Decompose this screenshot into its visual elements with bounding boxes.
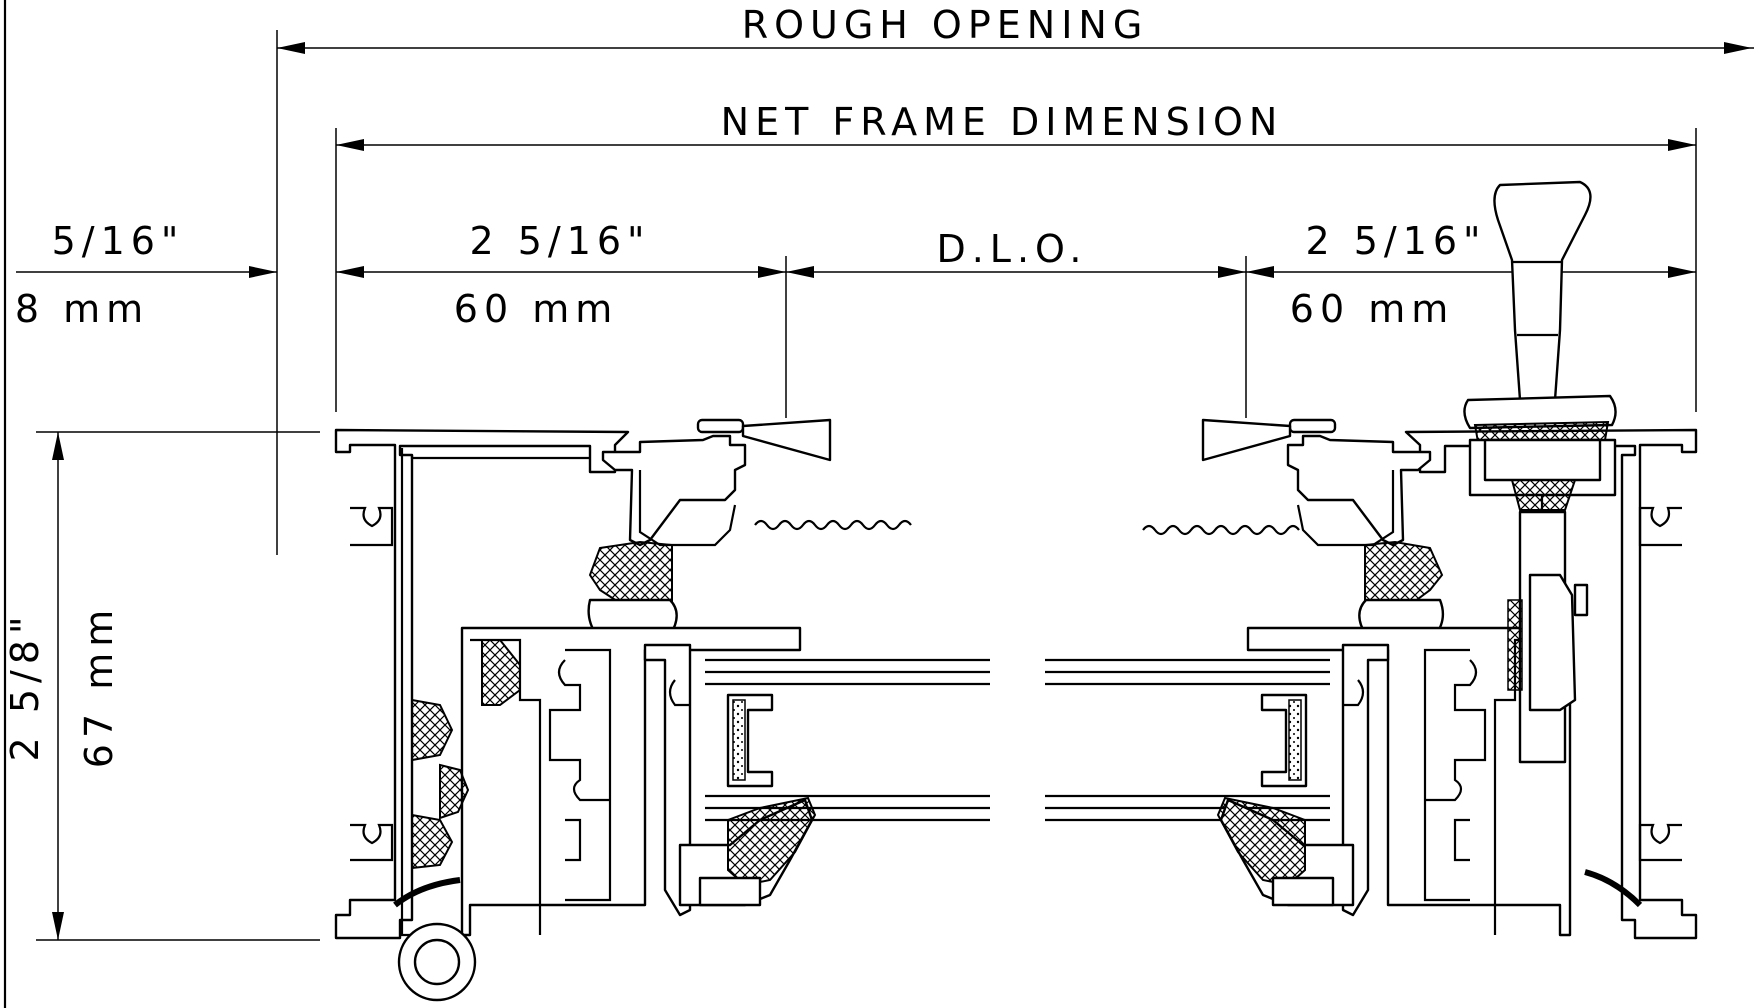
right-frame-mm: 60 mm <box>1290 287 1454 331</box>
net-frame-label: NET FRAME DIMENSION <box>721 100 1284 144</box>
right-frame-inch: 2 5/16" <box>1305 219 1486 263</box>
left-frame-mm: 60 mm <box>454 287 618 331</box>
dlo-label: D.L.O. <box>936 227 1087 271</box>
left-frame-inch: 2 5/16" <box>469 219 650 263</box>
frame-width-dimensions: 2 5/16" 60 mm D.L.O. 2 5/16" 60 mm <box>336 219 1696 418</box>
insulated-glass-unit <box>705 658 1330 822</box>
depth-mm: 67 mm <box>77 604 121 768</box>
handle-lever <box>1493 180 1592 402</box>
right-frame-profile <box>1142 180 1698 940</box>
net-frame-dimension: NET FRAME DIMENSION <box>335 100 1697 412</box>
left-offset-dimension: 5/16" 8 mm <box>15 219 277 331</box>
left-offset-inch: 5/16" <box>52 219 185 263</box>
depth-inch: 2 5/8" <box>3 611 47 762</box>
left-frame-profile <box>334 418 912 1002</box>
depth-dimension: 2 5/8" 67 mm <box>3 431 320 941</box>
left-offset-mm: 8 mm <box>15 287 149 331</box>
rough-opening-label: ROUGH OPENING <box>742 3 1149 47</box>
rough-opening-dimension: ROUGH OPENING <box>276 3 1754 555</box>
